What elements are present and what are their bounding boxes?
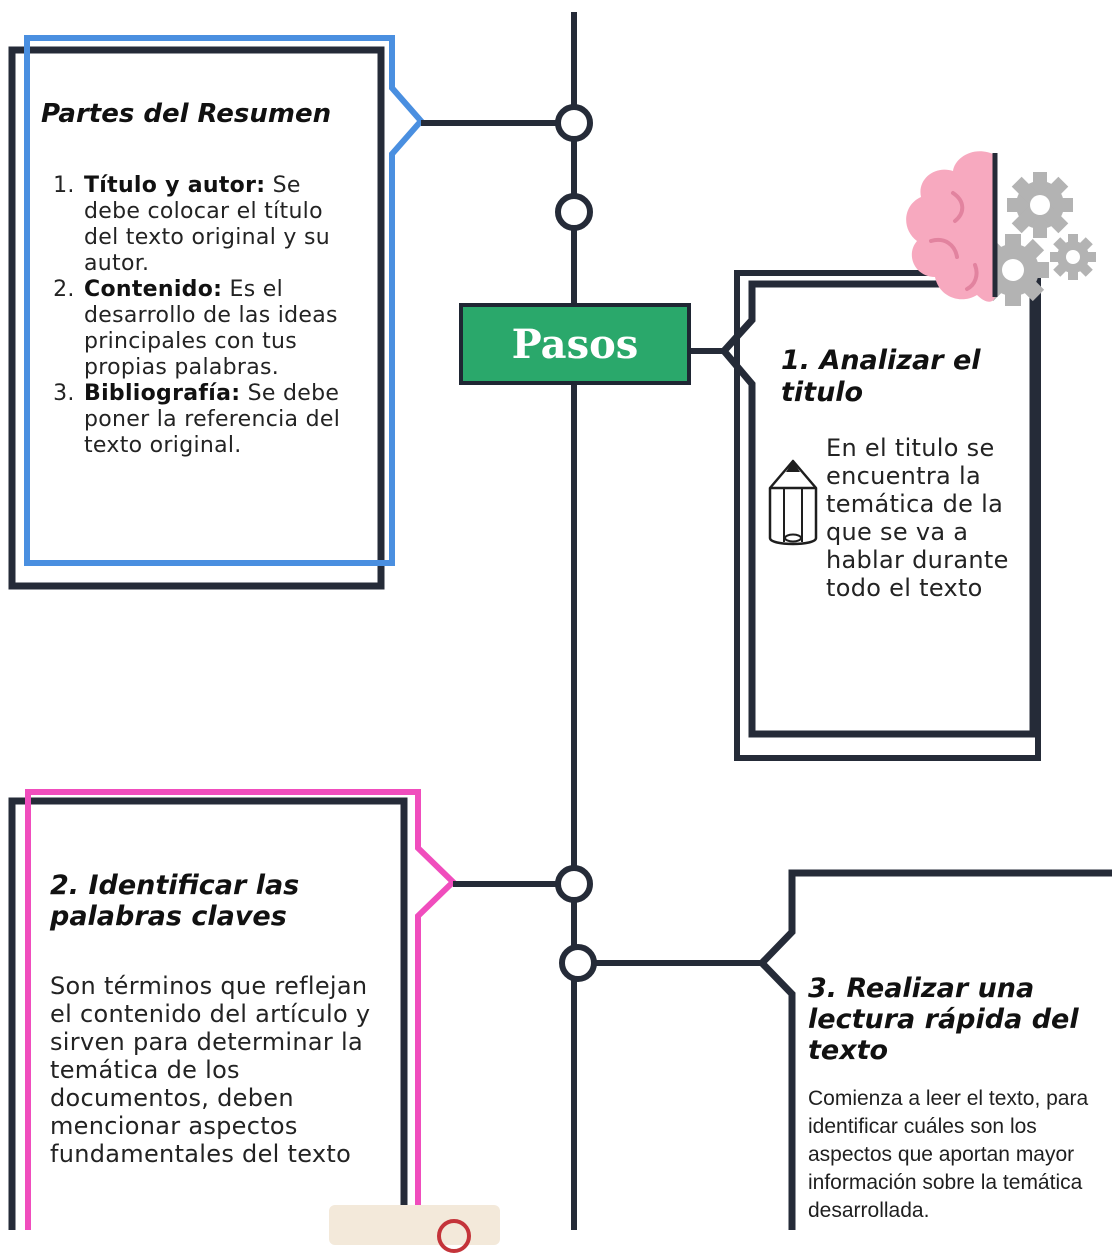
- step2-dark-frame: [8, 797, 408, 1230]
- partes-item: Bibliografía: Se debe poner la referenci…: [82, 381, 360, 459]
- pasos-label: Pasos: [459, 303, 691, 385]
- partes-list: Título y autor: Se debe colocar el títul…: [40, 173, 360, 459]
- partes-item-text: Se debe poner la referencia del texto or…: [84, 381, 341, 458]
- step1-inner-frame: [719, 280, 1037, 738]
- pencil-icon: [768, 459, 818, 546]
- partes-title: Partes del Resumen: [41, 99, 332, 129]
- partes-dark-frame: [8, 46, 385, 590]
- step3-title: 3. Realizar una lectura rápida del texto: [808, 973, 1079, 1066]
- step3-text: Comienza a leer el texto, para identific…: [808, 1087, 1089, 1222]
- partes-item-text: Se debe colocar el título del texto orig…: [84, 173, 331, 276]
- partes-item-label: Contenido:: [84, 277, 223, 302]
- partes-item-label: Título y autor:: [84, 173, 266, 198]
- node-circle-2: [555, 193, 593, 231]
- partes-item: Título y autor: Se debe colocar el títul…: [82, 173, 360, 277]
- partes-item-label: Bibliografía:: [84, 381, 241, 406]
- step2-pink-frame: [25, 789, 458, 1230]
- node-circle-4: [559, 944, 597, 982]
- step1-text: En el titulo se encuentra la temática de…: [826, 434, 1009, 602]
- partes-item-text: Es el desarrollo de las ideas principale…: [84, 277, 338, 380]
- partes-item: Contenido: Es el desarrollo de las ideas…: [82, 277, 360, 381]
- partes-blue-frame: [24, 35, 425, 566]
- node-circle-1: [555, 104, 593, 142]
- step3-frame: [757, 869, 1112, 1230]
- step2-text: Son términos que reflejan el contenido d…: [50, 972, 371, 1168]
- step2-title: 2. Identificar las palabras claves: [50, 870, 300, 932]
- node-circle-3: [555, 865, 593, 903]
- partes-items: Título y autor: Se debe colocar el títul…: [40, 173, 360, 459]
- step1-title: 1. Analizar el titulo: [781, 345, 981, 408]
- note-icon: [329, 1205, 500, 1253]
- brain-icon: [906, 151, 1096, 306]
- step1-outer-frame: [734, 270, 1041, 761]
